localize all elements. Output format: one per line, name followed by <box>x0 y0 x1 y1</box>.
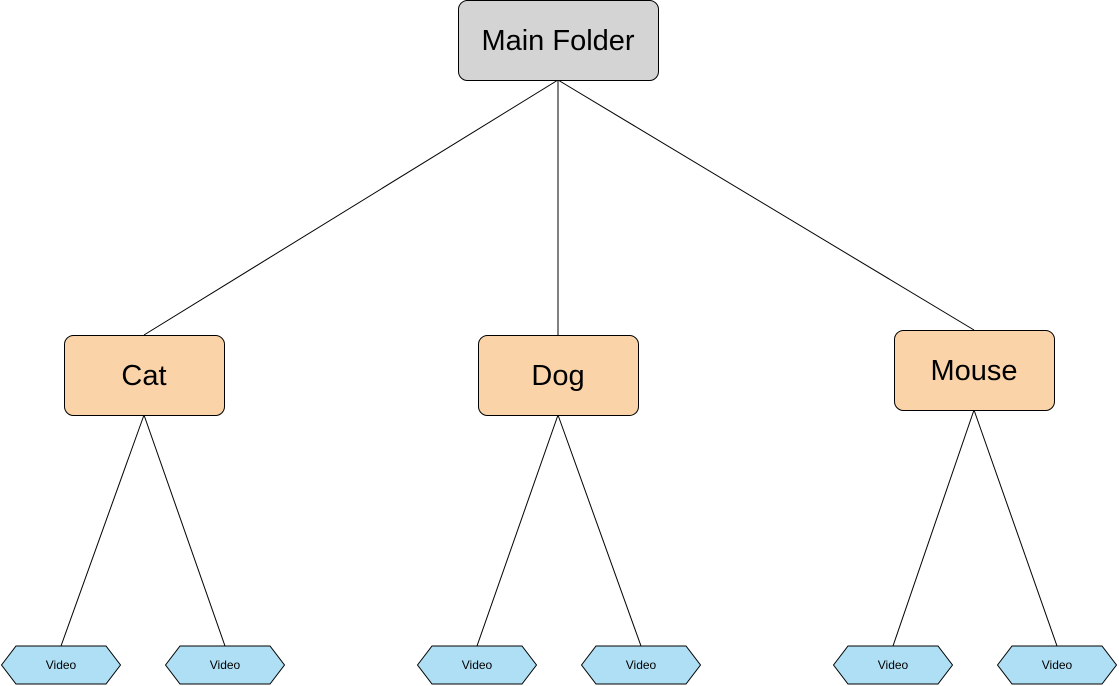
category-node-label: Dog <box>531 360 584 392</box>
connector-cat-video-2 <box>143 414 226 647</box>
video-node-dog-2[interactable]: Video <box>580 645 702 685</box>
video-node-cat-1[interactable]: Video <box>0 645 122 685</box>
video-node-dog-1[interactable]: Video <box>416 645 538 685</box>
connector-root-mouse <box>557 79 975 331</box>
video-node-label: Video <box>878 658 909 672</box>
video-node-mouse-2[interactable]: Video <box>996 645 1118 685</box>
video-node-label: Video <box>626 658 657 672</box>
video-node-cat-2[interactable]: Video <box>164 645 286 685</box>
video-node-shape <box>832 645 954 685</box>
connector-mouse-video-2 <box>973 409 1058 647</box>
video-node-shape <box>0 645 122 685</box>
video-node-mouse-1[interactable]: Video <box>832 645 954 685</box>
category-node-label: Mouse <box>930 355 1017 387</box>
video-node-label: Video <box>210 658 241 672</box>
video-node-shape <box>580 645 702 685</box>
video-node-label: Video <box>46 658 77 672</box>
video-node-label: Video <box>462 658 493 672</box>
category-node-box <box>894 330 1055 411</box>
category-node-box <box>478 335 639 416</box>
connector-root-cat <box>143 79 559 336</box>
root-node-box <box>458 0 659 81</box>
root-node[interactable]: Main Folder <box>458 0 659 81</box>
category-node-label: Cat <box>121 360 166 392</box>
connector-cat-video-1 <box>60 414 145 647</box>
connector-mouse-video-1 <box>892 409 975 647</box>
video-node-shape <box>416 645 538 685</box>
video-node-shape <box>996 645 1118 685</box>
video-node-label: Video <box>1042 658 1073 672</box>
root-node-label: Main Folder <box>481 25 634 57</box>
category-node-cat[interactable]: Cat <box>64 335 225 416</box>
connectors <box>60 79 1058 647</box>
video-node-shape <box>164 645 286 685</box>
category-node-dog[interactable]: Dog <box>478 335 639 416</box>
category-node-box <box>64 335 225 416</box>
category-node-mouse[interactable]: Mouse <box>894 330 1055 411</box>
connector-dog-video-2 <box>557 414 642 647</box>
connector-dog-video-1 <box>476 414 559 647</box>
